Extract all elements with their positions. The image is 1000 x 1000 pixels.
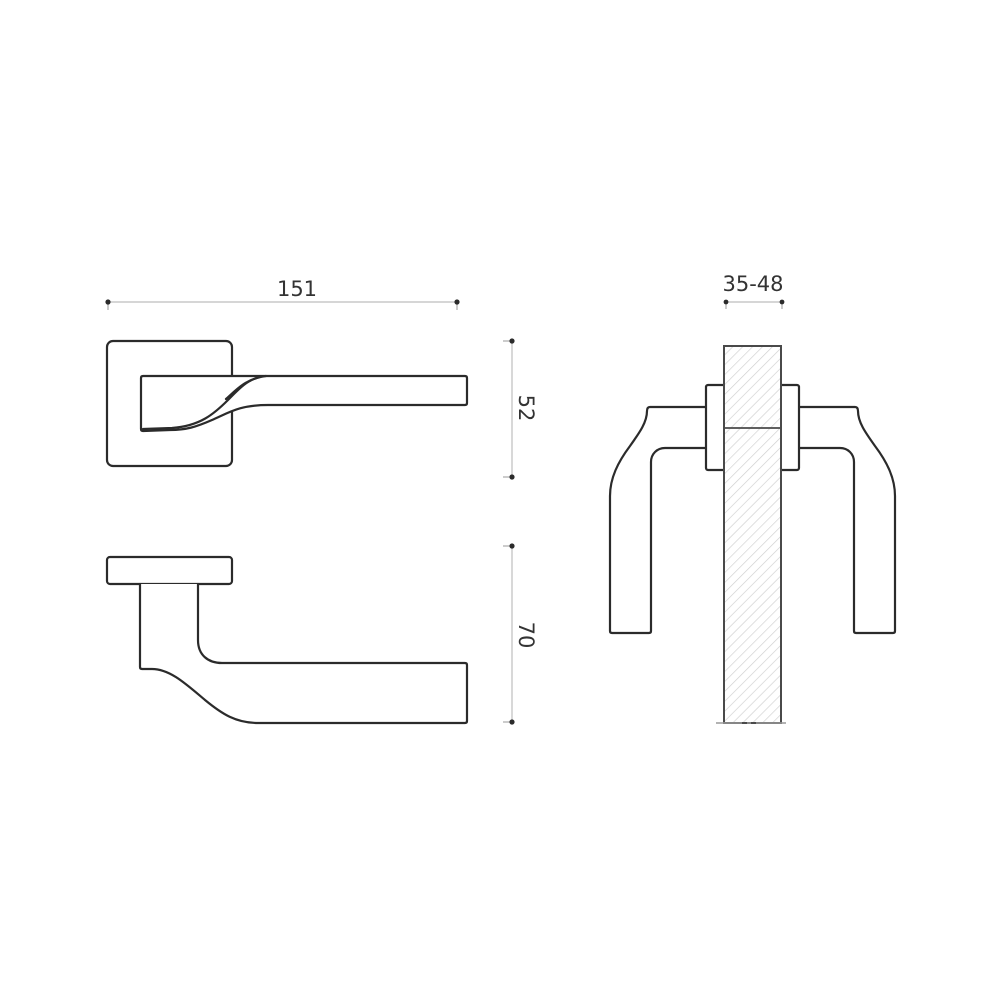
rose-plate-side <box>105 555 234 586</box>
rose-right-section <box>778 383 801 472</box>
lever-top <box>138 582 469 725</box>
lever-left-section <box>608 405 708 635</box>
dimension-rose-height: 52 <box>503 338 538 480</box>
dimension-endpoint <box>509 338 515 344</box>
lever-front <box>139 374 469 433</box>
dimension-door-thickness: 35-48 <box>722 272 785 309</box>
dimension-endpoint <box>454 299 460 305</box>
dimension-label-35-48: 35-48 <box>722 272 783 296</box>
rose-left-section <box>704 383 727 472</box>
dimension-endpoint <box>509 474 515 480</box>
dimension-endpoint <box>509 543 515 549</box>
lever-sweep-edge-inner <box>224 375 262 401</box>
dimension-projection: 70 <box>503 543 538 725</box>
dimension-endpoint <box>105 299 111 305</box>
section-view <box>608 345 897 724</box>
dimension-endpoint <box>723 299 729 305</box>
door-section-hatched <box>723 345 782 724</box>
top-view <box>105 555 469 725</box>
front-view <box>105 339 469 468</box>
dimension-overall-length: 151 <box>105 277 460 310</box>
dimension-endpoint <box>509 719 515 725</box>
dimension-label-70: 70 <box>514 622 538 649</box>
dimension-label-151: 151 <box>277 277 317 301</box>
dimension-endpoint <box>779 299 785 305</box>
dimension-label-52: 52 <box>514 395 538 422</box>
lever-right-section <box>797 405 897 635</box>
